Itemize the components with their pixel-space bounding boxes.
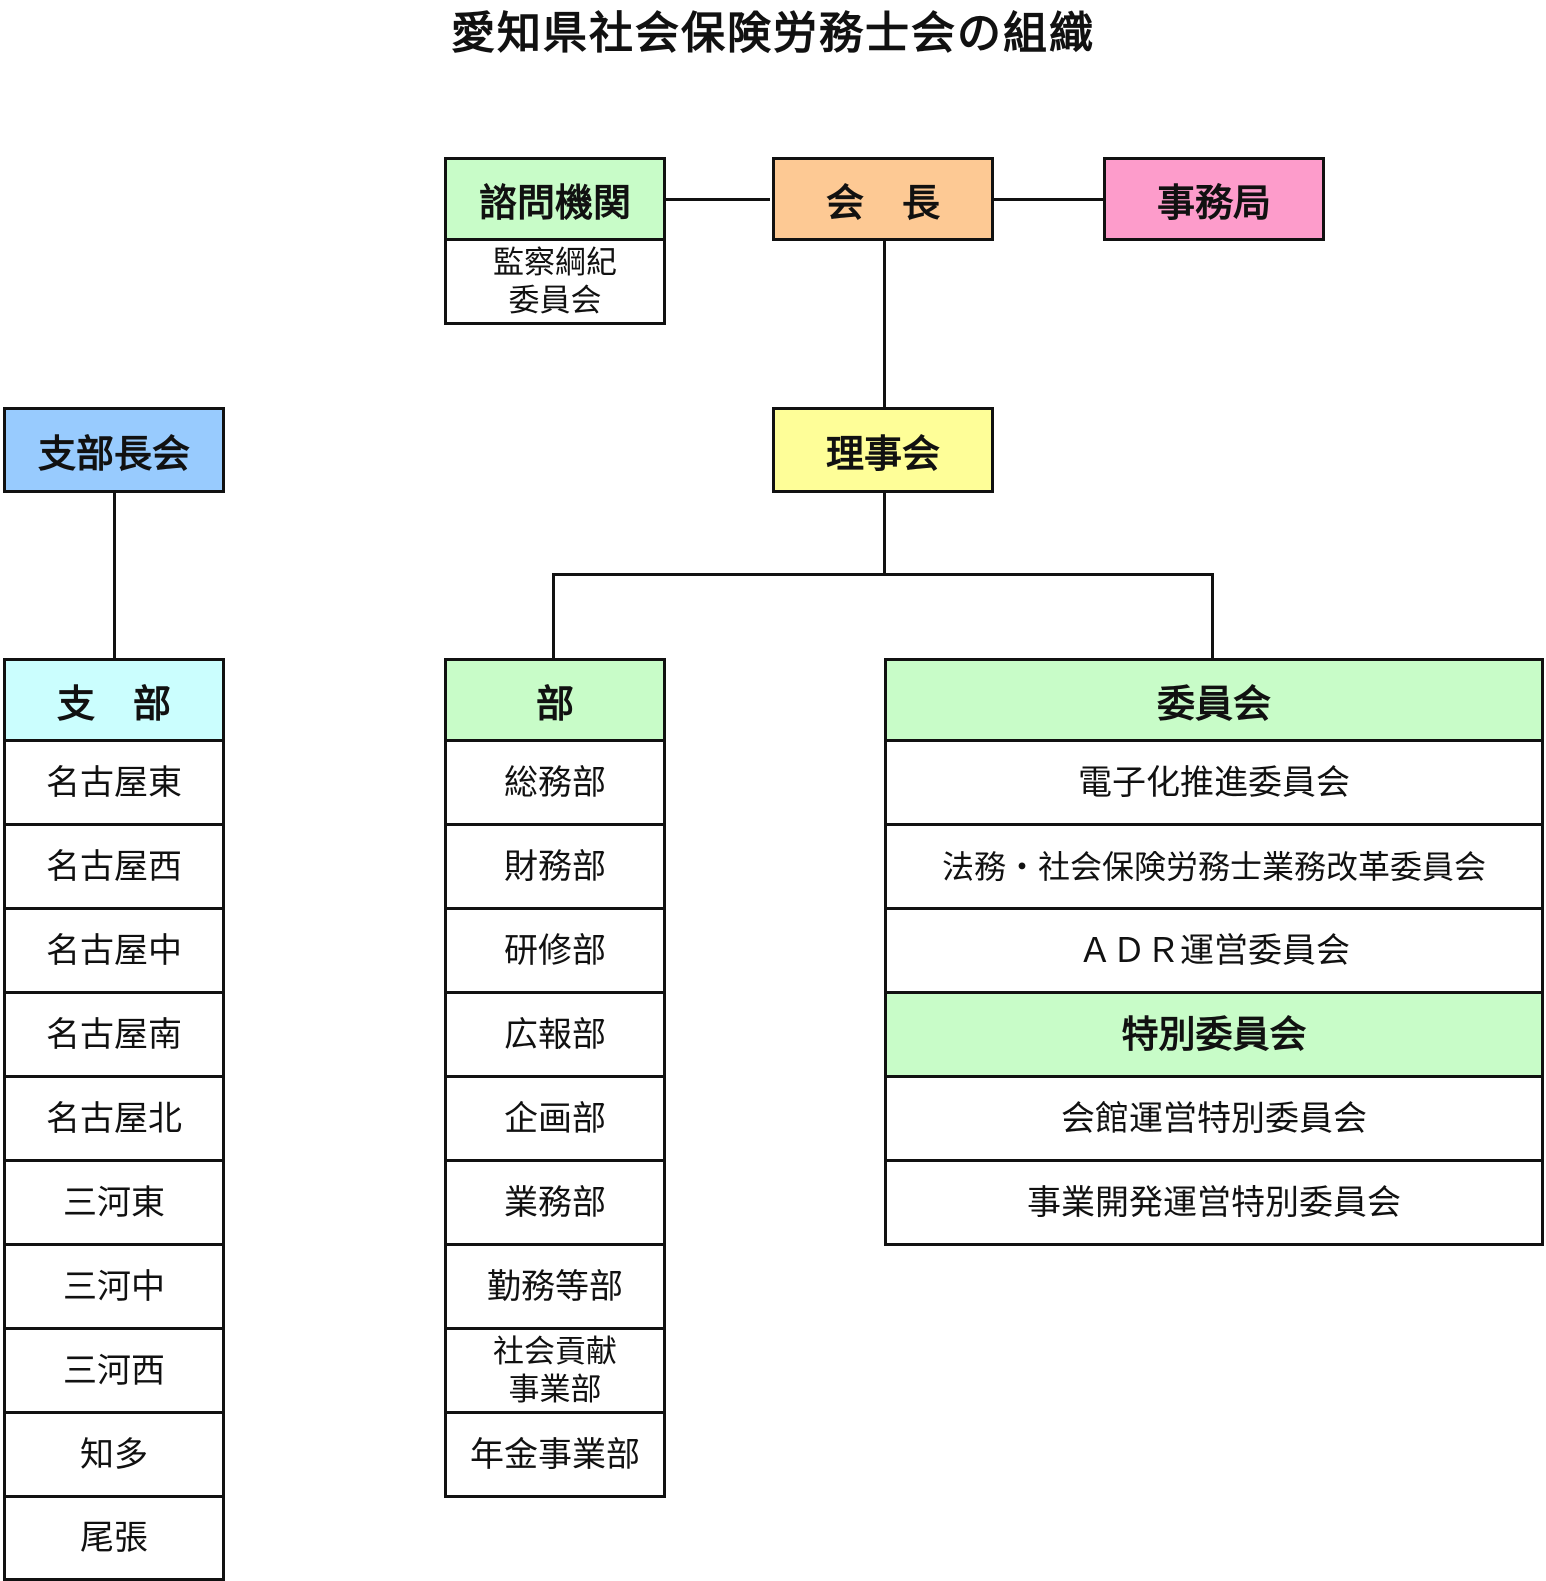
committee-item: 電子化推進委員会 [884,742,1544,826]
department-item: 社会貢献 事業部 [444,1330,666,1414]
connector-advisory-president [660,198,770,201]
branch-item: 名古屋南 [3,994,225,1078]
department-item: 勤務等部 [444,1246,666,1330]
connector-to-departments [552,573,555,659]
committees-header: 委員会 [884,658,1544,742]
department-item: 広報部 [444,994,666,1078]
connector-president-secretariat [990,198,1103,201]
branches-label: 支 部 [56,681,171,726]
branch-item: 三河東 [3,1162,225,1246]
secretariat-label: 事務局 [1156,180,1271,225]
connector-president-board [883,240,886,408]
branch-council-label: 支部長会 [37,431,190,476]
committee-item: 法務・社会保険労務士業務改革委員会 [884,826,1544,910]
department-item: 財務部 [444,826,666,910]
branch-item: 三河西 [3,1330,225,1414]
branch-item: 名古屋東 [3,742,225,826]
secretariat-box: 事務局 [1103,157,1325,241]
branch-council-box: 支部長会 [3,407,225,493]
connector-branch-council-branches [113,492,116,659]
branches-header: 支 部 [3,658,225,742]
board-box: 理事会 [772,407,994,493]
special-committee-item: 会館運営特別委員会 [884,1078,1544,1162]
branch-item: 尾張 [3,1498,225,1581]
department-item: 研修部 [444,910,666,994]
president-box: 会 長 [772,157,994,241]
president-label: 会 長 [825,180,940,225]
department-item: 業務部 [444,1162,666,1246]
special-committee-item: 事業開発運営特別委員会 [884,1162,1544,1246]
advisory-label: 諮問機関 [478,180,631,225]
connector-to-committees [1211,573,1214,659]
branch-item: 名古屋中 [3,910,225,994]
committees-label: 委員会 [1156,681,1271,726]
department-item: 企画部 [444,1078,666,1162]
connector-board-down [883,492,886,575]
page-title: 愛知県社会保険労務士会の組織 [451,8,1095,59]
departments-label: 部 [535,681,574,726]
special-committees-header: 特別委員会 [884,994,1544,1078]
branch-item: 知多 [3,1414,225,1498]
departments-header: 部 [444,658,666,742]
advisory-header: 諮問機関 [444,157,666,241]
board-label: 理事会 [825,431,940,476]
branch-item: 名古屋北 [3,1078,225,1162]
department-item: 総務部 [444,742,666,826]
advisory-item-audit-committee: 監察綱紀 委員会 [444,241,666,325]
department-item: 年金事業部 [444,1414,666,1498]
connector-horizontal-branch [552,573,1214,576]
branch-item: 三河中 [3,1246,225,1330]
branch-item: 名古屋西 [3,826,225,910]
committee-item: ＡＤＲ運営委員会 [884,910,1544,994]
